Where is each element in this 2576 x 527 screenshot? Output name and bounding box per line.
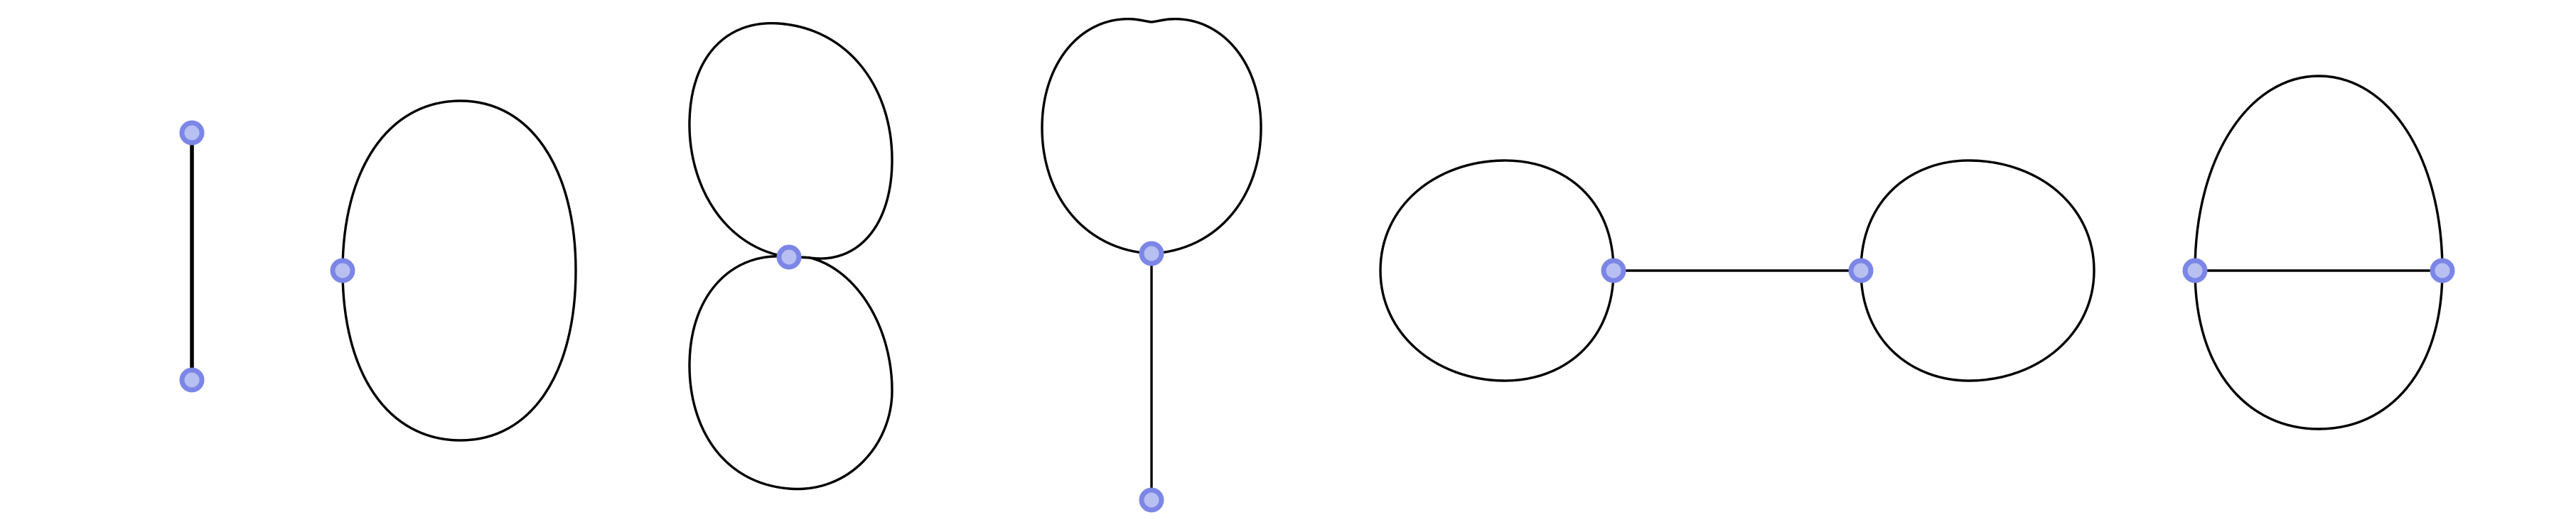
figure-eight-vertex: [776, 244, 802, 270]
theta-right-vertex: [2430, 258, 2455, 283]
pendant-end-vertex: [1139, 487, 1164, 513]
pendant-loop-edge: [1041, 18, 1262, 255]
graph-figure-eight: [688, 22, 893, 491]
graph-loop-with-pendant: [1041, 18, 1262, 513]
graph-dumbbell: [1379, 159, 2095, 382]
dumbbell-left-loop: [1379, 159, 1615, 382]
graph-segment: [179, 120, 205, 393]
theta-left-vertex: [2182, 258, 2208, 283]
graph-theta: [2182, 75, 2455, 430]
single-loop-edge: [341, 99, 577, 442]
segment-top-vertex: [179, 120, 205, 146]
dumbbell-left-vertex: [1601, 258, 1626, 283]
pendant-loop-vertex: [1139, 241, 1164, 266]
segment-bottom-vertex: [179, 367, 205, 393]
dumbbell-right-loop: [1859, 159, 2095, 382]
graph-single-loop: [330, 99, 577, 442]
single-loop-vertex: [330, 258, 355, 283]
theta-upper-edge: [2194, 75, 2444, 272]
theta-lower-edge: [2194, 269, 2444, 430]
figure-eight-upper-loop: [688, 22, 893, 260]
dumbbell-right-vertex: [1848, 258, 1874, 283]
figure-eight-lower-loop: [688, 255, 893, 491]
